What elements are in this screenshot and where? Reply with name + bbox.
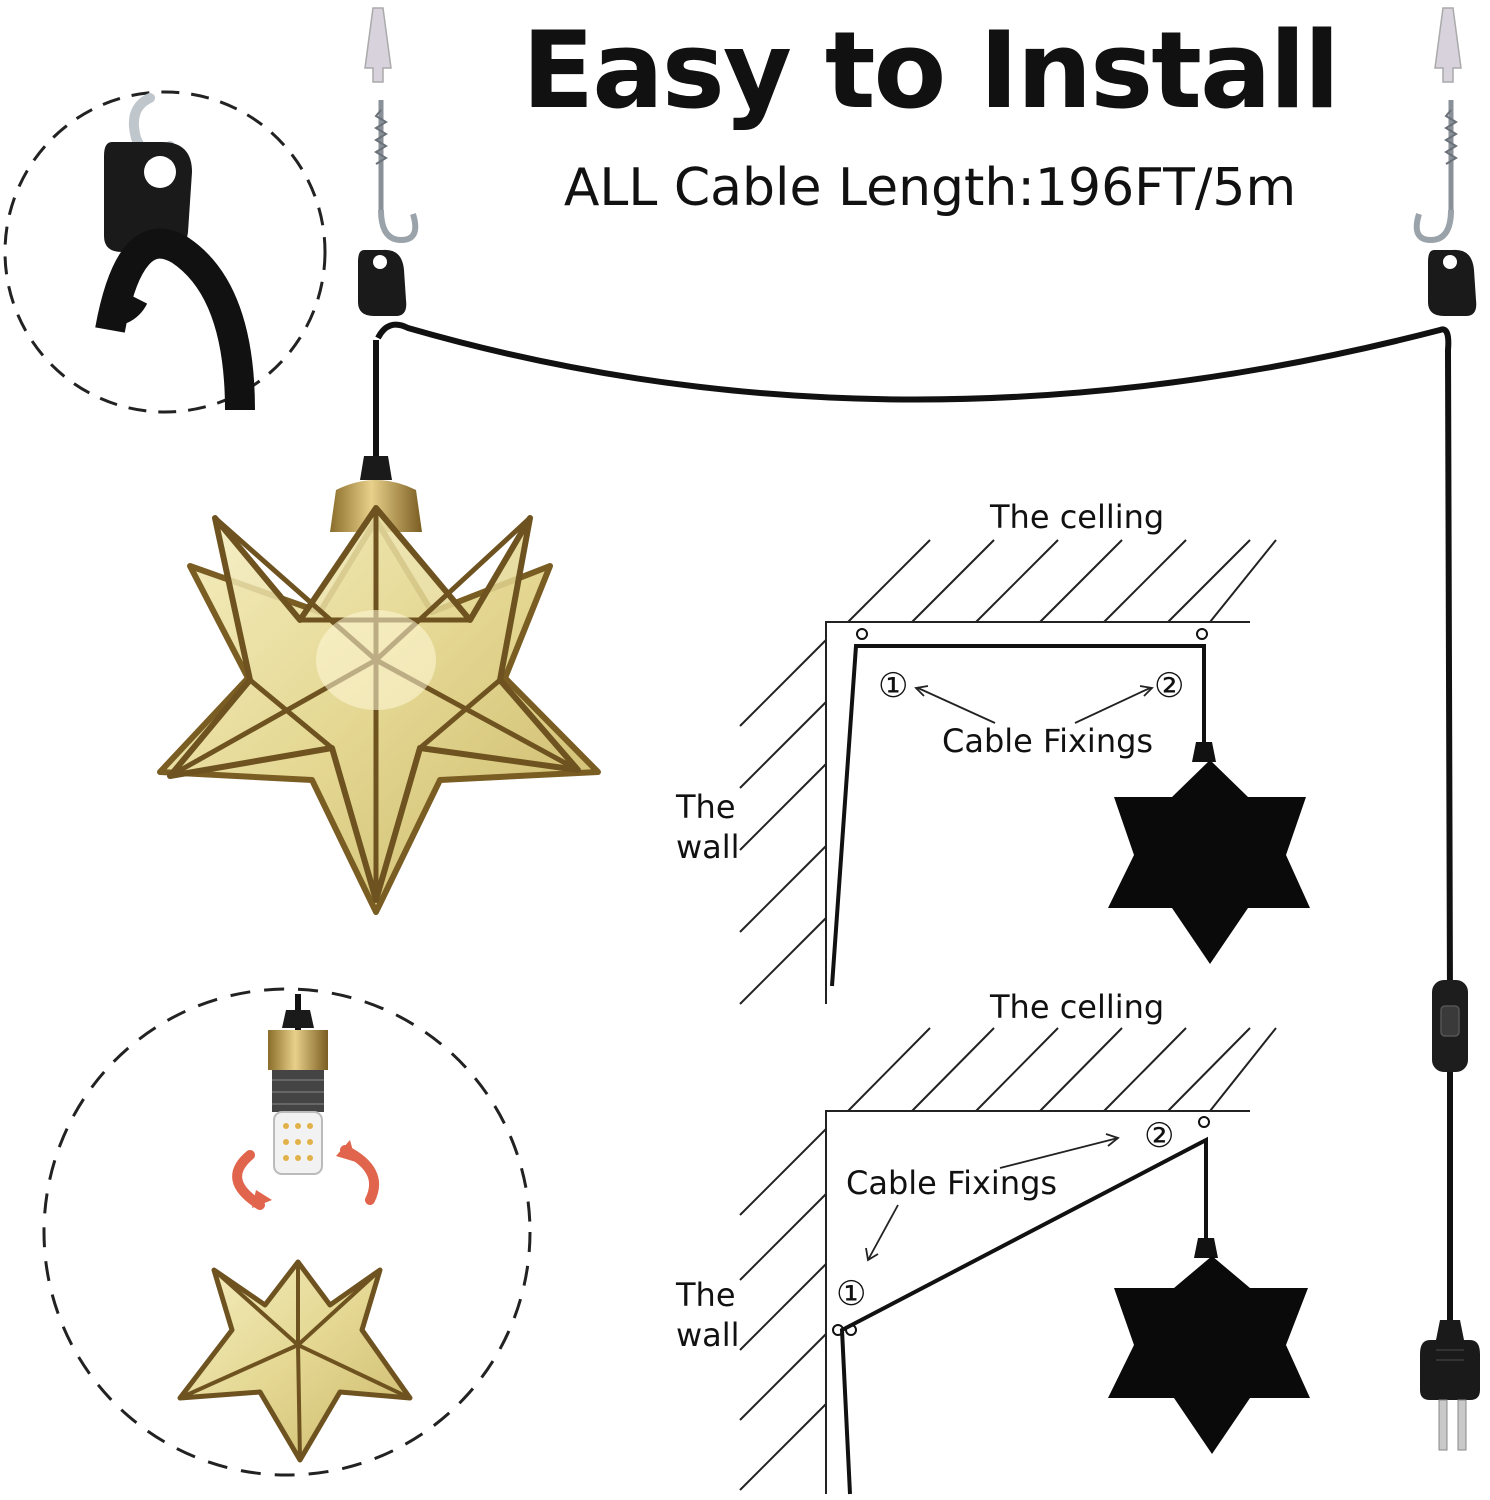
bulb-install-circle [42,987,532,1477]
left-anchor-hook [358,7,419,316]
marker-2-bottom: ② [1144,1116,1175,1156]
diagram-wall-mount [739,1027,1310,1495]
marker-2-top: ② [1154,666,1185,706]
star-pendant-lamp [157,450,601,915]
ceiling-label-top: The celling [990,498,1165,536]
fixings-label-top: Cable Fixings [942,722,1154,760]
hook-detail-circle [3,90,327,414]
wall-label-top-line2: wall [676,828,740,866]
power-cable [373,321,1453,1320]
marker-1-bottom: ① [836,1274,867,1314]
ceiling-label-bottom: The celling [990,988,1165,1026]
wall-label-top-line1: The [676,788,736,826]
wall-label-bottom-line2: wall [676,1316,740,1354]
diagram-ceiling-mount [739,539,1310,1005]
fixings-label-bottom: Cable Fixings [846,1164,1058,1202]
wall-label-bottom-line1: The [676,1276,736,1314]
marker-1-top: ① [878,666,909,706]
page-title: Easy to Install [521,9,1340,132]
power-plug [1420,1320,1480,1451]
inline-switch [1432,980,1468,1072]
right-anchor-hook [1413,7,1477,316]
cable-length-subtitle: ALL Cable Length:196FT/5m [563,158,1297,218]
